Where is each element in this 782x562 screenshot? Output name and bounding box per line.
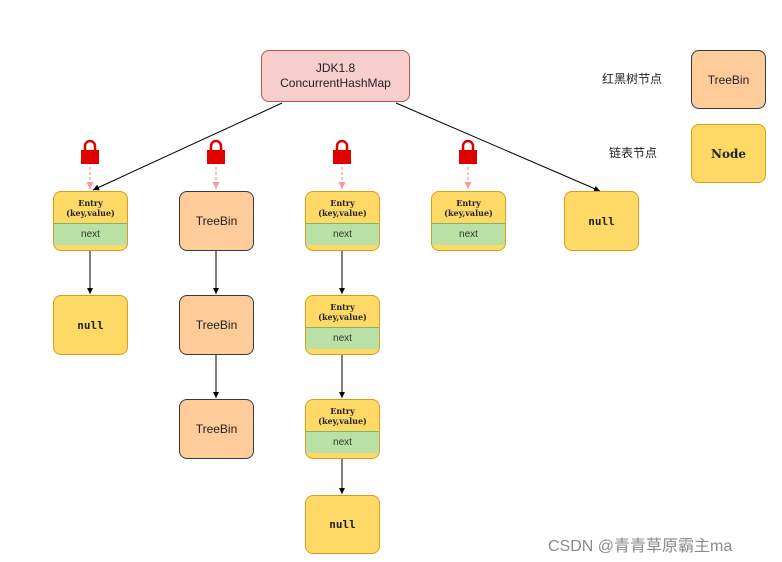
entry-node-chain3: Entry (key,value) next [305,399,380,459]
legend-node-node: Node [691,124,766,183]
entry-next-field: next [432,223,505,245]
lock-icon [81,139,99,164]
null-node: null [305,495,380,554]
legend-red-black-label: 红黑树节点 [602,72,663,86]
edge-root-bucket5 [395,102,601,192]
entry-title: Entry [456,198,481,208]
entry-key-value: (key,value) [66,208,115,218]
entry-next-field: next [306,223,379,245]
lock-icon [459,139,477,164]
entry-title: Entry [330,198,355,208]
entry-node-bucket4: Entry (key,value) next [431,191,506,251]
watermark-text: CSDN @青青草原霸主ma [548,538,733,555]
treebin-node: TreeBin [179,191,254,251]
entry-title: Entry [330,406,355,416]
entry-label: Entry (key,value) [318,400,367,431]
entry-key-value: (key,value) [444,208,493,218]
entry-node-chain2: Entry (key,value) next [305,295,380,355]
entry-key-value: (key,value) [318,208,367,218]
edge-root-bucket1 [92,102,283,191]
entry-title: Entry [78,198,103,208]
legend-treebin-node: TreeBin [691,50,766,109]
lock-icon [333,139,351,164]
entry-key-value: (key,value) [318,312,367,322]
null-node: null [564,191,639,251]
null-node: null [53,295,128,355]
treebin-node: TreeBin [179,295,254,355]
entry-label: Entry (key,value) [318,192,367,223]
treebin-node: TreeBin [179,399,254,459]
root-title: JDK1.8 [315,61,356,75]
entry-label: Entry (key,value) [66,192,115,223]
root-node: JDK1.8 ConcurrentHashMap [261,50,410,102]
entry-next-field: next [306,431,379,453]
entry-title: Entry [330,302,355,312]
entry-label: Entry (key,value) [318,296,367,327]
entry-node-bucket1: Entry (key,value) next [53,191,128,251]
entry-next-field: next [306,327,379,349]
entry-node-bucket3: Entry (key,value) next [305,191,380,251]
legend-list-label: 链表节点 [609,146,658,160]
lock-icon [207,139,225,164]
entry-next-field: next [54,223,127,245]
entry-key-value: (key,value) [318,416,367,426]
entry-label: Entry (key,value) [444,192,493,223]
root-subtitle: ConcurrentHashMap [280,76,391,90]
